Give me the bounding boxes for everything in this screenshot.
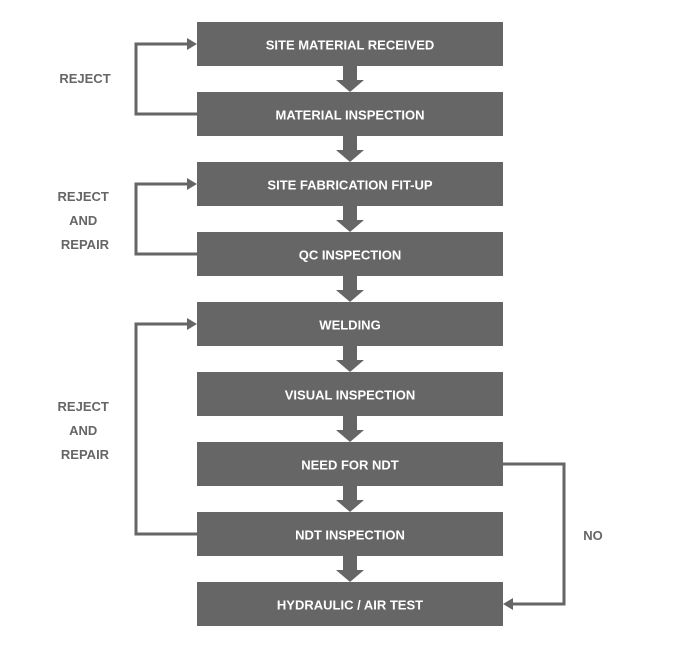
loop-line xyxy=(134,322,197,536)
loop-line xyxy=(134,42,197,116)
step-box xyxy=(197,442,503,486)
step-label: QC INSPECTION xyxy=(299,248,402,263)
step-need-for-ndt: NEED FOR NDT xyxy=(197,442,503,486)
down-arrow-head xyxy=(336,80,364,92)
down-arrow-shaft xyxy=(343,136,357,150)
flow-steps: SITE MATERIAL RECEIVED MATERIAL INSPECTI… xyxy=(197,22,503,626)
loop-arrow-head xyxy=(187,318,197,330)
loop-arrow-head xyxy=(187,178,197,190)
step-label: NEED FOR NDT xyxy=(301,458,399,473)
down-arrow-shaft xyxy=(343,486,357,500)
down-arrow-head xyxy=(336,290,364,302)
step-label: NDT INSPECTION xyxy=(295,528,405,543)
down-arrow-shaft xyxy=(343,556,357,570)
loop-label-line: REPAIR xyxy=(61,237,110,252)
loop-line xyxy=(134,182,197,256)
step-box xyxy=(197,22,503,66)
loop-label-line: AND xyxy=(69,213,97,228)
step-box xyxy=(197,372,503,416)
loop-label-line: REJECT xyxy=(58,399,109,414)
down-arrow-head xyxy=(336,360,364,372)
loop-label-line: AND xyxy=(69,423,97,438)
step-box xyxy=(197,582,503,626)
loop-arrow-head xyxy=(187,38,197,50)
step-label: VISUAL INSPECTION xyxy=(285,388,416,403)
loop-label-line: REJECT xyxy=(59,71,110,86)
step-visual-inspection: VISUAL INSPECTION xyxy=(197,372,503,416)
step-label: SITE MATERIAL RECEIVED xyxy=(266,38,435,53)
down-arrow-shaft xyxy=(343,66,357,80)
down-arrow-head xyxy=(336,220,364,232)
step-box xyxy=(197,302,503,346)
bypass-line xyxy=(503,462,566,606)
down-arrow-shaft xyxy=(343,206,357,220)
loop-label-line: REJECT xyxy=(58,189,109,204)
step-box xyxy=(197,162,503,206)
step-site-fabrication-fit-up: SITE FABRICATION FIT-UP xyxy=(197,162,503,206)
loop-label-reject: REJECT xyxy=(59,71,110,86)
down-arrow-shaft xyxy=(343,346,357,360)
step-box xyxy=(197,232,503,276)
step-qc-inspection: QC INSPECTION xyxy=(197,232,503,276)
step-label: MATERIAL INSPECTION xyxy=(275,108,424,123)
down-arrow-shaft xyxy=(343,276,357,290)
loop-label-reject-and-repair: REJECT AND REPAIR xyxy=(58,399,113,462)
connectors xyxy=(134,38,566,610)
down-arrow-head xyxy=(336,500,364,512)
step-box xyxy=(197,512,503,556)
step-ndt-inspection: NDT INSPECTION xyxy=(197,512,503,556)
step-box xyxy=(197,92,503,136)
down-arrow-head xyxy=(336,150,364,162)
down-arrow-head xyxy=(336,430,364,442)
down-arrow-shaft xyxy=(343,416,357,430)
step-site-material-received: SITE MATERIAL RECEIVED xyxy=(197,22,503,66)
step-label: HYDRAULIC / AIR TEST xyxy=(277,598,423,613)
loop-labels: REJECT REJECT AND REPAIR REJECT AND REPA… xyxy=(58,71,603,543)
step-label: WELDING xyxy=(319,318,380,333)
down-arrow-head xyxy=(336,570,364,582)
step-welding: WELDING xyxy=(197,302,503,346)
step-material-inspection: MATERIAL INSPECTION xyxy=(197,92,503,136)
loop-label-line: REPAIR xyxy=(61,447,110,462)
loop-label-reject-and-repair: REJECT AND REPAIR xyxy=(58,189,113,252)
step-label: SITE FABRICATION FIT-UP xyxy=(267,178,432,193)
bypass-label-no: NO xyxy=(583,528,603,543)
bypass-arrow-head xyxy=(503,598,513,610)
step-hydraulic-air-test: HYDRAULIC / AIR TEST xyxy=(197,582,503,626)
